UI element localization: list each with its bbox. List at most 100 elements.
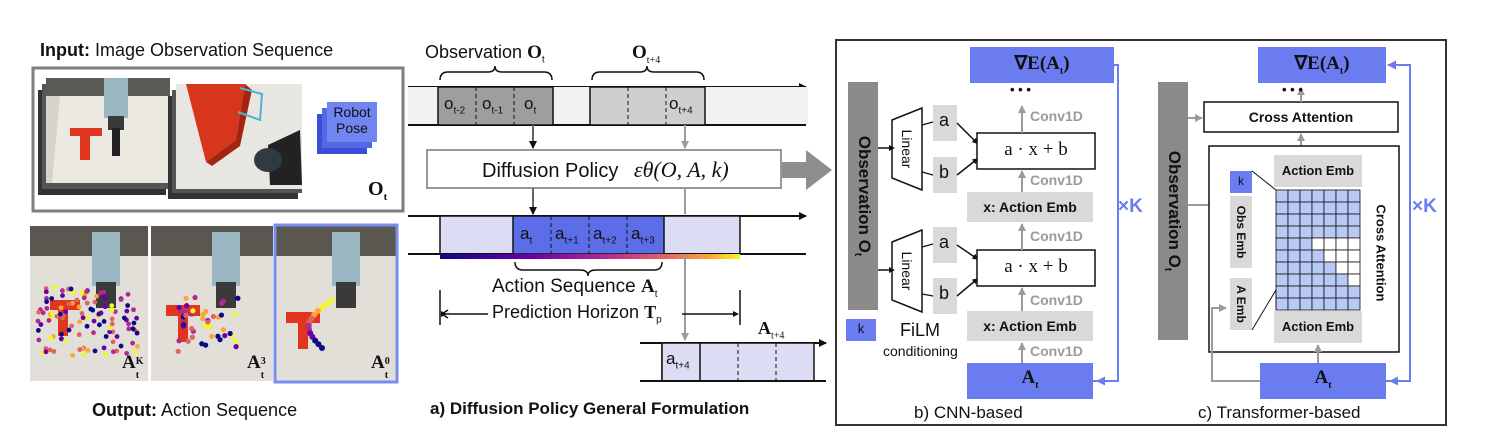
scatter-point — [200, 312, 206, 318]
conv1d-1: Conv1D — [1030, 108, 1083, 124]
attention-cell — [1335, 297, 1349, 311]
scatter-point — [44, 299, 50, 305]
linear-label-1: Linear — [899, 129, 915, 169]
scatter-point — [215, 333, 221, 339]
tf-input-box — [1260, 363, 1386, 399]
prediction-horizon-label: Prediction Horizon Tp — [492, 302, 662, 326]
tf-k-label: k — [1238, 174, 1244, 188]
tf-obs-emb-label: Obs Emb — [1234, 205, 1248, 259]
scatter-point — [180, 322, 187, 328]
scatter-point — [51, 349, 57, 354]
scatter-point — [218, 312, 225, 318]
observation-heading: Observation Ot — [425, 42, 545, 66]
linear-block-2 — [891, 228, 923, 314]
partial-action-scatter — [175, 294, 241, 354]
attention-cell — [1347, 297, 1361, 311]
scatter-point — [227, 330, 233, 337]
cnn-caption: b) CNN-based — [914, 403, 1023, 422]
scatter-point — [76, 332, 82, 338]
attention-cell — [1311, 201, 1325, 215]
scatter-point — [185, 338, 191, 344]
attention-cell — [1323, 213, 1337, 227]
attention-cell — [1311, 273, 1325, 287]
attention-cell — [1275, 261, 1289, 275]
future-action-cell: at+4 — [666, 349, 690, 372]
scatter-point — [131, 320, 137, 326]
scatter-point — [182, 308, 188, 315]
scatter-point — [79, 311, 85, 316]
cnn-observation-bar — [848, 82, 878, 310]
scatter-point — [207, 323, 213, 330]
attention-cell — [1347, 261, 1361, 275]
scatter-point — [40, 310, 46, 316]
attention-mask-grid — [1275, 189, 1361, 311]
attention-cell — [1323, 189, 1337, 203]
attention-cell — [1311, 261, 1325, 275]
scatter-point — [101, 318, 107, 324]
obs-symbol-sub: t — [383, 191, 388, 203]
scatter-point — [77, 319, 82, 325]
attention-cell — [1347, 225, 1361, 239]
input-panel — [31, 66, 405, 213]
tf-action-emb-top-label: Action Emb — [1281, 163, 1355, 178]
cnn-observation-label: Observation Ot — [851, 135, 875, 257]
film-formula-1: a · x + b — [1004, 139, 1068, 160]
attention-cell — [1335, 213, 1349, 227]
scatter-point — [58, 305, 64, 311]
attention-cell — [1323, 237, 1337, 251]
scatter-point — [103, 296, 109, 302]
scatter-point — [36, 337, 42, 343]
attention-cell — [1299, 273, 1313, 287]
attention-cell — [1299, 189, 1313, 203]
conditioning-label: conditioning — [883, 343, 958, 359]
cnn-times-k: ×K — [1118, 196, 1143, 217]
scatter-point — [200, 315, 206, 322]
conv1d-5: Conv1D — [1030, 343, 1083, 359]
trajectory-point — [323, 300, 330, 307]
input-title-bold: Input: — [40, 40, 90, 60]
attention-cell — [1275, 237, 1289, 251]
formulation-caption: a) Diffusion Policy General Formulation — [430, 399, 750, 418]
scatter-point — [107, 325, 113, 331]
scatter-point — [71, 290, 77, 295]
scatter-point — [63, 309, 69, 315]
attention-cell — [1275, 201, 1289, 215]
attention-cell — [1311, 249, 1325, 263]
robot-photo-2 — [176, 84, 302, 189]
scatter-point — [48, 335, 54, 341]
scatter-point — [102, 351, 108, 357]
scatter-point — [199, 341, 205, 347]
scatter-point — [233, 338, 239, 345]
attention-cell — [1323, 249, 1337, 263]
attention-cell — [1287, 261, 1301, 275]
tf-a-emb-label: A Emb — [1234, 285, 1248, 323]
attention-cell — [1275, 189, 1289, 203]
scatter-point — [130, 340, 135, 346]
cnn-dots: • • • — [1010, 82, 1031, 97]
future-action-sym: At+4 — [758, 318, 785, 342]
cnn-grad-label: ∇E(At) — [1014, 53, 1070, 77]
attention-cell — [1287, 249, 1301, 263]
input-title: Input: Image Observation Sequence — [40, 40, 333, 61]
scatter-point — [84, 323, 90, 329]
scatter-point — [183, 295, 189, 301]
scatter-point — [102, 304, 108, 310]
scatter-point — [80, 315, 86, 321]
output-panel — [30, 223, 399, 384]
scatter-point — [76, 304, 82, 310]
trajectory-point — [319, 345, 325, 351]
attention-cell — [1287, 189, 1301, 203]
attention-cell — [1275, 225, 1289, 239]
scatter-point — [176, 304, 182, 311]
scatter-point — [35, 327, 41, 333]
attention-cell — [1323, 201, 1337, 215]
attention-cell — [1299, 297, 1313, 311]
scatter-point — [124, 308, 130, 314]
scatter-point — [74, 297, 80, 303]
scatter-point — [109, 316, 115, 322]
scatter-point — [59, 288, 65, 293]
attention-cell — [1347, 273, 1361, 287]
scatter-point — [43, 349, 49, 355]
obs-symbol-main: O — [368, 178, 384, 200]
